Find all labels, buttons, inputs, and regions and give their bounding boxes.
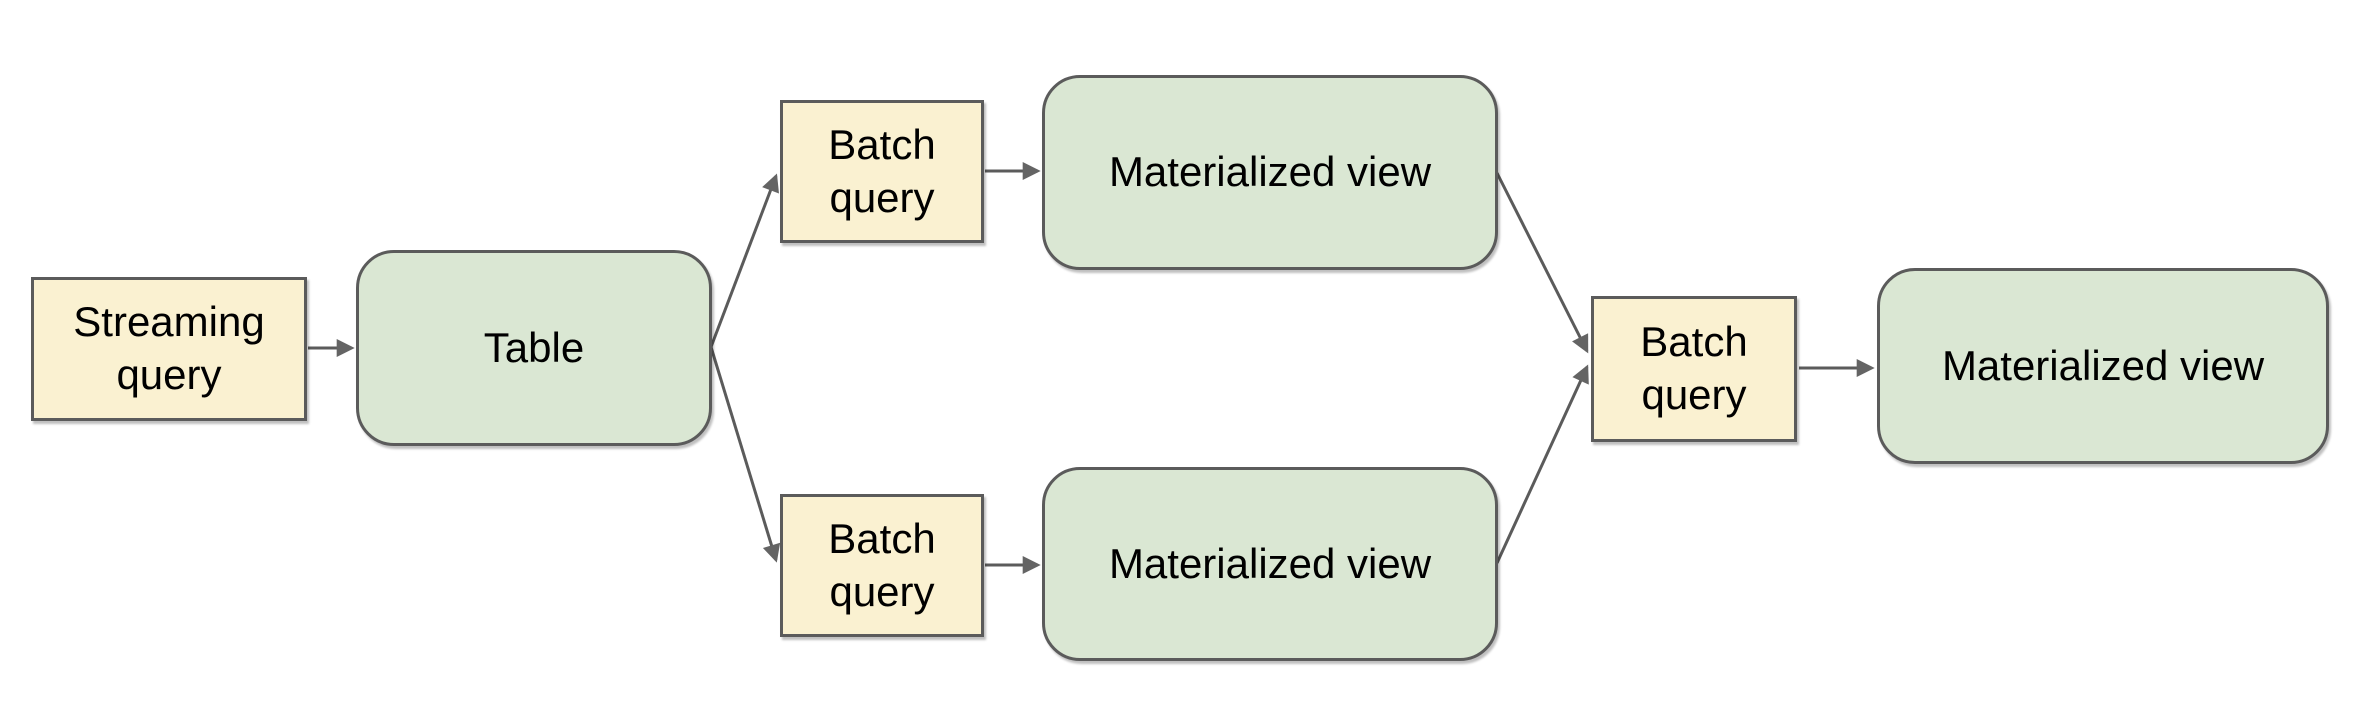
connector-table-to-batch-query-bottom <box>709 346 781 563</box>
node-batch-query-right[interactable]: Batch query <box>1591 296 1797 442</box>
node-materialized-view-bottom-label: Materialized view <box>1108 539 1432 587</box>
node-materialized-view-top[interactable]: Materialized view <box>1042 75 1498 270</box>
connector-table-to-batch-query-top <box>709 173 779 348</box>
node-table-label: Table <box>483 323 585 371</box>
node-streaming-query[interactable]: Streaming query <box>31 277 307 421</box>
node-batch-query-top[interactable]: Batch query <box>780 100 984 243</box>
node-table[interactable]: Table <box>356 250 712 446</box>
node-batch-query-bottom[interactable]: Batch query <box>780 494 984 637</box>
node-materialized-view-right[interactable]: Materialized view <box>1877 268 2329 464</box>
node-batch-query-bottom-label: Batch query <box>828 514 936 615</box>
node-materialized-view-bottom[interactable]: Materialized view <box>1042 467 1498 661</box>
connector-mv-bottom-to-batch-query-right <box>1495 364 1589 564</box>
node-materialized-view-top-label: Materialized view <box>1108 148 1432 196</box>
node-materialized-view-right-label: Materialized view <box>1941 341 2265 389</box>
node-batch-query-top-label: Batch query <box>828 120 936 221</box>
node-batch-query-right-label: Batch query <box>1640 318 1748 418</box>
node-streaming-query-label: Streaming query <box>73 298 265 398</box>
connector-mv-top-to-batch-query-right <box>1495 172 1589 354</box>
